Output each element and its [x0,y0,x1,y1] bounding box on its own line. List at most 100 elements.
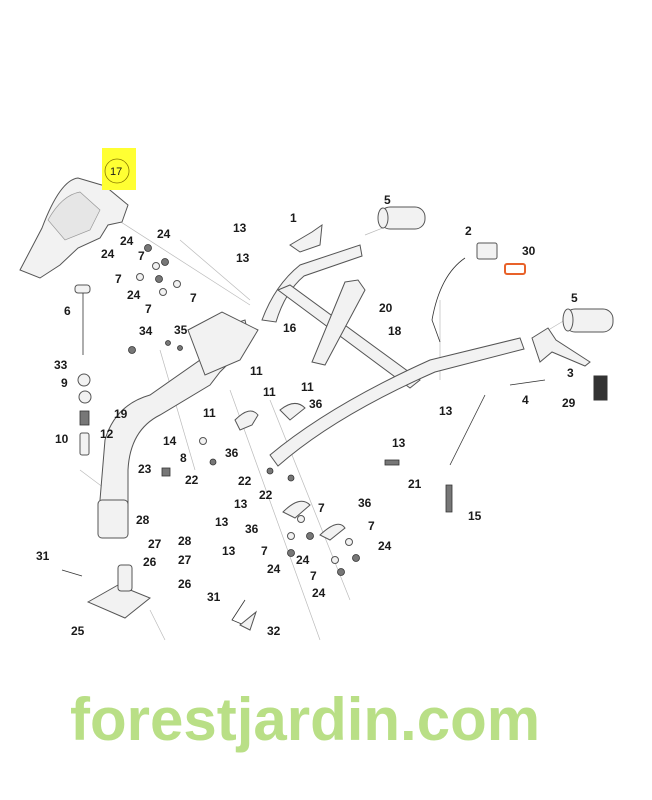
callout-7[interactable]: 7 [318,501,325,515]
callout-28[interactable]: 28 [178,534,192,548]
callout-9[interactable]: 9 [61,376,68,390]
callout-32[interactable]: 32 [267,624,281,638]
part-2-switch[interactable] [431,242,498,343]
callout-22[interactable]: 22 [185,473,199,487]
part-19-lower-column[interactable] [97,311,259,539]
callout-36[interactable]: 36 [245,522,259,536]
callout-24[interactable]: 24 [296,553,310,567]
callout-13[interactable]: 13 [439,404,453,418]
part-4-cable[interactable] [509,379,546,386]
callout-3[interactable]: 3 [567,366,574,380]
callout-31[interactable]: 31 [207,590,221,604]
callout-6[interactable]: 6 [64,304,71,318]
callout-27[interactable]: 27 [148,537,162,551]
callout-13[interactable]: 13 [236,251,250,265]
callout-24[interactable]: 24 [267,562,281,576]
callout-33[interactable]: 33 [54,358,68,372]
callout-11[interactable]: 11 [263,385,276,399]
callout-24[interactable]: 24 [127,288,141,302]
callout-11[interactable]: 11 [250,364,263,378]
part-1-throttle[interactable] [289,223,323,253]
callout-35[interactable]: 35 [174,323,188,337]
callout-18[interactable]: 18 [388,324,402,338]
callout-20[interactable]: 20 [379,301,393,315]
callout-14[interactable]: 14 [163,434,177,448]
callout-36[interactable]: 36 [309,397,323,411]
callout-5[interactable]: 5 [384,193,391,207]
callout-7[interactable]: 7 [261,544,268,558]
part-6-rod[interactable] [74,284,91,355]
callout-24[interactable]: 24 [157,227,171,241]
callout-36[interactable]: 36 [358,496,372,510]
part-3-lever[interactable] [531,327,591,367]
part-36-clamp[interactable] [282,500,311,519]
part-36-clamp[interactable] [234,410,259,431]
callout-21[interactable]: 21 [408,477,422,491]
part-15-spring[interactable] [445,484,453,513]
callout-25[interactable]: 25 [71,624,85,638]
part-17-cover[interactable] [19,177,129,279]
callout-circle-17 [104,158,130,184]
part-9-knob[interactable] [78,390,92,404]
callout-7[interactable]: 7 [190,291,197,305]
callout-17[interactable]: 17 [110,166,122,178]
callout-24[interactable]: 24 [120,234,134,248]
callout-13[interactable]: 13 [392,436,406,450]
callout-23[interactable]: 23 [138,462,152,476]
callout-15[interactable]: 15 [468,509,482,523]
callout-28[interactable]: 28 [136,513,150,527]
callout-7[interactable]: 7 [310,569,317,583]
callout-13[interactable]: 13 [234,497,248,511]
callout-2[interactable]: 2 [465,224,472,238]
part-18-handlebar[interactable] [261,244,525,467]
part-10-sleeve[interactable] [79,432,90,456]
callout-26[interactable]: 26 [178,577,192,591]
callout-12[interactable]: 12 [100,427,114,441]
callout-36[interactable]: 36 [225,446,239,460]
part-5-grip-right[interactable] [562,308,614,333]
callout-30[interactable]: 30 [522,244,536,258]
callout-24[interactable]: 24 [312,586,326,600]
callout-11[interactable]: 11 [301,380,314,394]
callout-7[interactable]: 7 [138,249,145,263]
callout-27[interactable]: 27 [178,553,192,567]
callout-7[interactable]: 7 [145,302,152,316]
callout-34[interactable]: 34 [139,324,153,338]
callout-10[interactable]: 10 [55,432,69,446]
part-12-spring[interactable] [79,410,90,426]
callout-5[interactable]: 5 [571,291,578,305]
part-33-cap[interactable] [77,373,91,387]
part-25-base[interactable] [86,564,151,619]
callout-8[interactable]: 8 [180,451,187,465]
callout-13[interactable]: 13 [233,221,247,235]
callout-11[interactable]: 11 [203,406,216,420]
part-31-clip[interactable] [61,569,83,577]
callout-13[interactable]: 13 [222,544,236,558]
part-20-bracket[interactable] [311,279,366,366]
part-30-sticker[interactable] [504,263,526,275]
callout-22[interactable]: 22 [259,488,273,502]
callout-1[interactable]: 1 [290,211,297,225]
watermark: forestjardin.com [70,686,540,753]
callout-24[interactable]: 24 [378,539,392,553]
part-36-clamp[interactable] [279,403,306,421]
callout-24[interactable]: 24 [101,247,115,261]
callout-29[interactable]: 29 [562,396,576,410]
callout-7[interactable]: 7 [368,519,375,533]
callout-4[interactable]: 4 [522,393,529,407]
part-15-cable[interactable] [449,394,486,466]
part-29-decal[interactable] [593,375,608,401]
part-36-clamp[interactable] [319,523,346,541]
callout-26[interactable]: 26 [143,555,157,569]
callout-13[interactable]: 13 [215,515,229,529]
callout-31[interactable]: 31 [36,549,50,563]
callout-19[interactable]: 19 [114,407,128,421]
part-5-grip-left[interactable] [377,206,426,230]
callout-7[interactable]: 7 [115,272,122,286]
part-31-clip[interactable] [231,599,246,626]
part-32-plate[interactable] [239,610,258,631]
callout-16[interactable]: 16 [283,321,297,335]
callout-22[interactable]: 22 [238,474,252,488]
